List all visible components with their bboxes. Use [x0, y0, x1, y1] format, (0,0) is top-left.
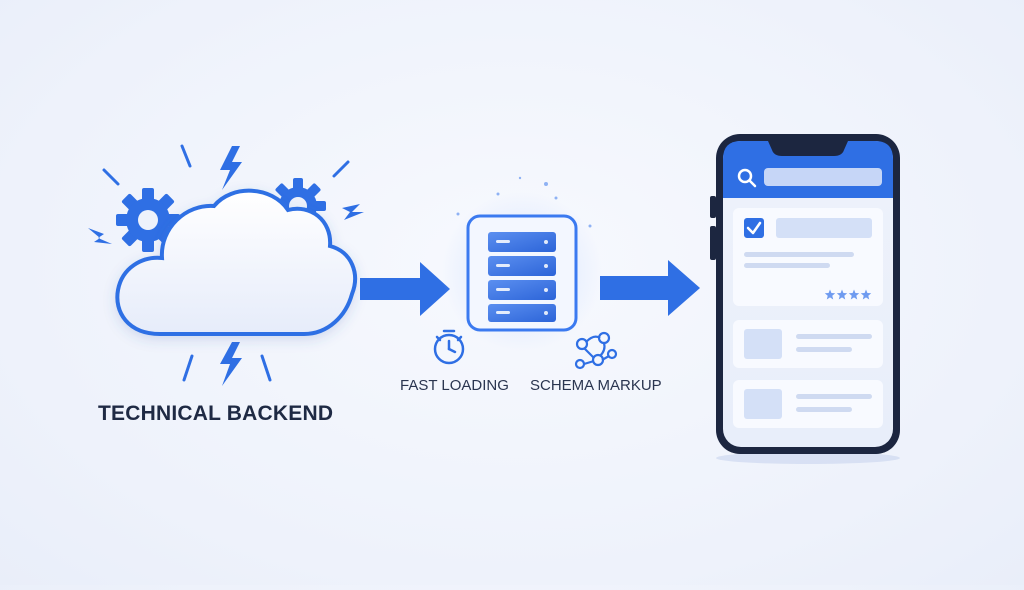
rating-stars — [824, 289, 872, 300]
star-icon — [824, 289, 836, 300]
arrow-right-icon — [600, 260, 700, 316]
checkbox-icon — [744, 218, 764, 238]
star-icon — [860, 289, 872, 300]
lightning-icon — [220, 342, 242, 386]
search-icon — [737, 168, 757, 188]
arrow-right-icon — [360, 262, 450, 316]
lightning-icon — [88, 228, 112, 244]
lightning-icon — [220, 146, 242, 190]
star-icon — [848, 289, 860, 300]
smartphone-icon — [710, 134, 900, 464]
lightning-icon — [342, 204, 364, 220]
server-group — [433, 176, 618, 370]
phone-search-bar — [764, 168, 882, 186]
spark-lines — [102, 144, 350, 382]
server-stack-icon — [488, 232, 556, 322]
stopwatch-icon — [433, 329, 465, 365]
sparkle-dots — [456, 176, 592, 228]
cloud-group — [88, 144, 364, 386]
fast-loading-label: FAST LOADING — [400, 377, 509, 394]
star-icon — [836, 289, 848, 300]
schema-network-icon — [574, 331, 618, 370]
technical-backend-label: TECHNICAL BACKEND — [98, 402, 334, 425]
cloud-icon — [115, 188, 357, 336]
schema-markup-label: SCHEMA MARKUP — [530, 377, 662, 394]
